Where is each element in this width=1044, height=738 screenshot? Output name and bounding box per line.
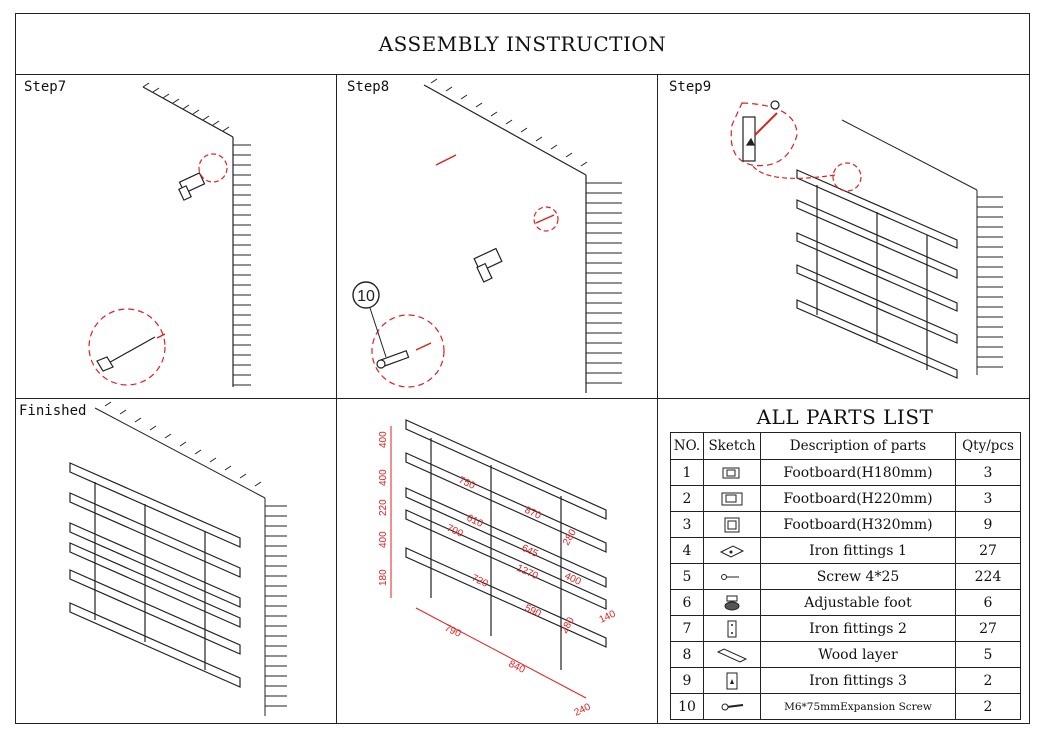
header-sketch: Sketch	[703, 432, 761, 460]
finished-illustration	[69, 401, 287, 716]
dim-width-14: 840	[507, 659, 527, 676]
part-number: 5	[670, 563, 704, 590]
drill-icon	[178, 172, 206, 201]
bookshelf-icon	[796, 169, 958, 379]
dim-height-4: 400	[378, 531, 389, 548]
part-description: Footboard(H180mm)	[760, 459, 956, 486]
step7-label: Step7	[24, 79, 67, 95]
iron-bracket-icon	[727, 620, 737, 637]
part-description: Screw 4*25	[760, 563, 956, 590]
dim-height-1: 400	[378, 431, 389, 448]
bookshelf-icon	[69, 462, 241, 688]
page-frame	[15, 13, 1030, 724]
bookshelf-icon	[405, 419, 607, 670]
footboard-medium-icon	[721, 492, 743, 505]
expansion-screw-icon	[721, 703, 744, 710]
part-description: Adjustable foot	[760, 589, 956, 616]
part-quantity: 5	[955, 641, 1021, 668]
grid-divider-2	[657, 75, 658, 724]
adjustable-foot-icon	[724, 595, 740, 610]
dim-width-15: 240	[573, 702, 593, 719]
part-quantity: 2	[955, 667, 1021, 694]
part-number: 7	[670, 615, 704, 642]
dim-width-7: 1270	[515, 563, 540, 583]
part-number: 8	[670, 641, 704, 668]
part-quantity: 6	[955, 589, 1021, 616]
part-number: 4	[670, 537, 704, 564]
dim-height-2: 400	[378, 469, 389, 486]
part-quantity: 9	[955, 511, 1021, 538]
header-description: Description of parts	[760, 432, 956, 460]
step9-illustration	[730, 100, 1003, 379]
part-number: 10	[670, 693, 704, 720]
part-quantity: 224	[955, 563, 1021, 590]
dim-width-12: 140	[598, 609, 618, 626]
dim-width-13: 790	[443, 623, 463, 640]
part-number: 2	[670, 485, 704, 512]
page-title: ASSEMBLY INSTRUCTION	[15, 13, 1030, 75]
screw-icon	[721, 573, 739, 580]
step8-callout: 10	[357, 288, 375, 305]
expansion-screw-icon	[376, 349, 410, 369]
part-number: 9	[670, 667, 704, 694]
part-quantity: 3	[955, 485, 1021, 512]
part-description: M6*75mmExpansion Screw	[760, 693, 956, 720]
part-quantity: 3	[955, 459, 1021, 486]
dim-height-5: 180	[378, 569, 389, 586]
part-number: 1	[670, 459, 704, 486]
part-description: Wood layer	[760, 641, 956, 668]
parts-row: 1 Footboard(H180mm)3	[670, 459, 1021, 486]
part-quantity: 27	[955, 615, 1021, 642]
grid-divider-1	[336, 75, 337, 724]
part-description: Iron fittings 1	[760, 537, 956, 564]
hammer-icon	[96, 336, 156, 372]
footboard-small-icon	[722, 467, 740, 478]
dim-height-3: 220	[378, 499, 389, 516]
parts-row: 2 Footboard(H220mm)3	[670, 485, 1021, 512]
header-no: NO.	[670, 432, 704, 460]
wood-layer-icon	[716, 647, 748, 663]
part-number: 6	[670, 589, 704, 616]
parts-row: 3 Footboard(H320mm)9	[670, 511, 1021, 538]
part-description: Iron fittings 3	[760, 667, 956, 694]
parts-table: NO. Sketch Description of parts Qty/pcs …	[670, 432, 1021, 720]
callout-circle	[352, 281, 380, 309]
parts-list-title: ALL PARTS LIST	[756, 405, 934, 429]
step9-label: Step9	[669, 79, 712, 95]
dimension-drawing: 400 400 220 400 180 750 870 610 700 645 …	[378, 419, 618, 719]
iron-hanger-icon	[726, 672, 738, 689]
header-qty: Qty/pcs	[955, 432, 1021, 460]
part-description: Footboard(H320mm)	[760, 511, 956, 538]
iron-hanger-icon	[742, 116, 756, 162]
iron-fitting-plate-icon	[719, 544, 745, 558]
parts-table-header: NO. Sketch Description of parts Qty/pcs	[670, 432, 1021, 460]
part-number: 3	[670, 511, 704, 538]
step8-illustration: 10	[352, 78, 622, 393]
finished-label: Finished	[19, 403, 87, 419]
step7-illustration	[88, 82, 251, 387]
part-quantity: 2	[955, 693, 1021, 720]
part-quantity: 27	[955, 537, 1021, 564]
part-description: Iron fittings 2	[760, 615, 956, 642]
part-description: Footboard(H220mm)	[760, 485, 956, 512]
step8-label: Step8	[347, 79, 390, 95]
dim-width-5: 645	[520, 543, 540, 560]
footboard-large-icon	[724, 517, 740, 532]
grid-divider-row	[15, 398, 1030, 399]
drill-icon	[473, 247, 503, 283]
